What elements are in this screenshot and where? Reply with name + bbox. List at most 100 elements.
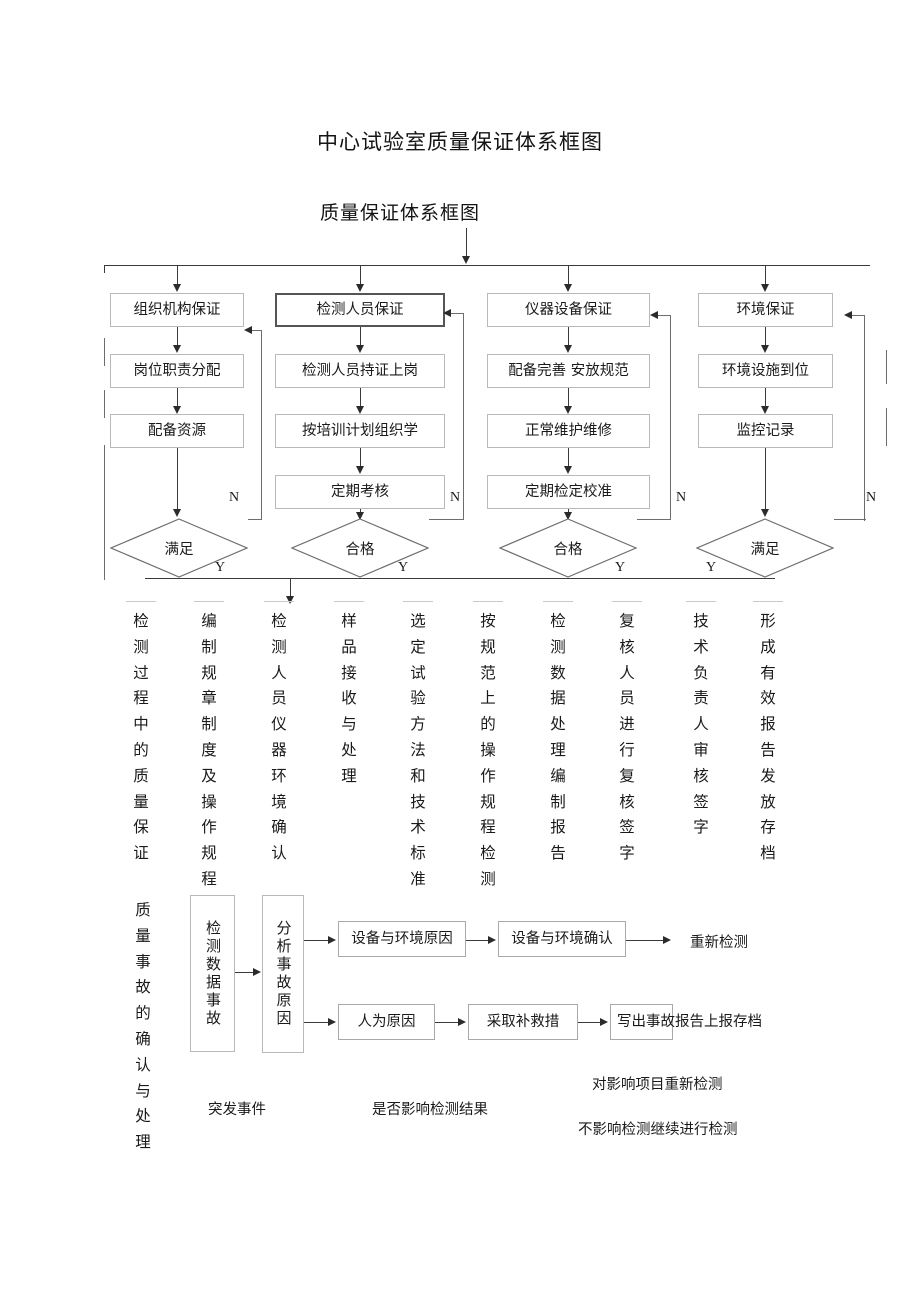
incident-analyze-node[interactable]: 分析事故原因 bbox=[262, 895, 304, 1053]
pillar-4-header[interactable]: 环境保证 bbox=[698, 293, 833, 327]
pillar-1-step-1[interactable]: 岗位职责分配 bbox=[110, 354, 244, 388]
left-rail-seg-3 bbox=[104, 445, 105, 580]
pillar-2-header[interactable]: 检测人员保证 bbox=[275, 293, 445, 327]
incident-top-box-1[interactable]: 设备与环境原因 bbox=[338, 921, 466, 957]
pillar-3-header[interactable]: 仪器设备保证 bbox=[487, 293, 650, 327]
pillar-2-no-label: N bbox=[450, 490, 461, 505]
pillar-1-yes-label: Y bbox=[215, 560, 226, 575]
bus-feed-line bbox=[466, 228, 468, 258]
incident-bottom-box-1[interactable]: 人为原因 bbox=[338, 1004, 435, 1040]
pillar-1-step-2[interactable]: 配备资源 bbox=[110, 414, 244, 448]
process-column-1: 检测过程中的质量保证 bbox=[133, 612, 149, 863]
p2-conn-1 bbox=[360, 327, 362, 346]
bus-feed-arrow bbox=[461, 256, 470, 264]
col-rule-3 bbox=[264, 601, 294, 602]
incident-top-conn-arrow-3 bbox=[663, 935, 671, 944]
incident-conn-arrow-1 bbox=[253, 967, 261, 976]
pillar-1-decision[interactable]: 满足 bbox=[110, 518, 248, 578]
caption-event: 突发事件 bbox=[208, 1102, 266, 1118]
pillar-2-step-2[interactable]: 按培训计划组织学 bbox=[275, 414, 445, 448]
col-rule-9 bbox=[686, 601, 716, 602]
pillar-4-decision[interactable]: 满足 bbox=[696, 518, 834, 578]
p4-conn-2 bbox=[765, 388, 767, 407]
p3-conn-1 bbox=[568, 327, 570, 346]
process-column-7: 检测数据处理编制报告 bbox=[550, 612, 566, 863]
left-rail-seg-1 bbox=[104, 338, 105, 366]
p2-conn-arrow-4 bbox=[355, 512, 364, 520]
right-rail-seg-1 bbox=[886, 350, 887, 384]
diamond-shape-2 bbox=[291, 518, 429, 578]
pillar-4-yes-label: Y bbox=[706, 560, 717, 575]
bus-drop-1 bbox=[177, 265, 179, 286]
col-rule-2 bbox=[194, 601, 224, 602]
incident-bottom-box-3[interactable]: 写出事故报告上报存档 bbox=[610, 1004, 762, 1040]
col-rule-5 bbox=[403, 601, 433, 602]
p3-no-line-h2 bbox=[655, 315, 671, 316]
incident-data-node[interactable]: 检测数据事故 bbox=[190, 895, 235, 1052]
pillar-3-yes-label: Y bbox=[615, 560, 626, 575]
col-rule-8 bbox=[612, 601, 642, 602]
process-column-8: 复核人员进行复核签字 bbox=[619, 612, 635, 863]
yes-bar-drop bbox=[290, 578, 292, 598]
p3-conn-arrow-1 bbox=[563, 345, 572, 353]
bus-drop-arrow-4 bbox=[760, 284, 769, 292]
incident-bottom-box-2[interactable]: 采取补救措 bbox=[468, 1004, 578, 1040]
top-distribution-bus bbox=[104, 265, 870, 267]
process-column-5: 选定试验方法和技术标准 bbox=[410, 612, 426, 888]
p1-conn-1 bbox=[177, 327, 179, 346]
pillar-3-step-1[interactable]: 配备完善 安放规范 bbox=[487, 354, 650, 388]
p3-conn-3 bbox=[568, 448, 570, 467]
caption-note-not-affect: 不影响检测继续进行检测 bbox=[578, 1122, 738, 1138]
pillar-4-step-2[interactable]: 监控记录 bbox=[698, 414, 833, 448]
pillar-4-decision-label: 满足 bbox=[750, 541, 780, 558]
incident-conn-1 bbox=[235, 972, 254, 974]
pillar-1-header[interactable]: 组织机构保证 bbox=[110, 293, 244, 327]
p1-conn-3 bbox=[177, 448, 179, 510]
incident-bottom-conn-2 bbox=[435, 1022, 459, 1024]
p4-no-line-h1 bbox=[834, 519, 866, 520]
process-column-10: 形成有效报告发放存档 bbox=[760, 612, 776, 863]
bus-drop-3 bbox=[568, 265, 570, 286]
incident-bottom-conn bbox=[304, 1022, 329, 1024]
left-rail-seg-2 bbox=[104, 390, 105, 418]
pillar-4-step-1[interactable]: 环境设施到位 bbox=[698, 354, 833, 388]
p3-conn-arrow-2 bbox=[563, 406, 572, 414]
pillar-4-no-label: N bbox=[866, 490, 877, 505]
diamond-shape-1 bbox=[110, 518, 248, 578]
incident-top-conn-arrow-2 bbox=[488, 935, 496, 944]
p3-conn-arrow-3 bbox=[563, 466, 572, 474]
pillar-2-decision[interactable]: 合格 bbox=[291, 518, 429, 578]
col-rule-7 bbox=[543, 601, 573, 602]
incident-top-box-2[interactable]: 设备与环境确认 bbox=[498, 921, 626, 957]
col-rule-10 bbox=[753, 601, 783, 602]
pillar-3-step-3[interactable]: 定期检定校准 bbox=[487, 475, 650, 509]
incident-data-node-label: 检测数据事故 bbox=[204, 919, 222, 1028]
p3-no-line-h1 bbox=[637, 519, 671, 520]
pillar-2-decision-label: 合格 bbox=[345, 541, 375, 558]
p3-no-line-v bbox=[670, 315, 671, 520]
pillar-2-yes-label: Y bbox=[398, 560, 409, 575]
p3-no-arrow bbox=[650, 310, 658, 319]
page-subtitle: 质量保证体系框图 bbox=[0, 198, 920, 225]
pillar-3-step-2[interactable]: 正常维护维修 bbox=[487, 414, 650, 448]
col-rule-4 bbox=[334, 601, 364, 602]
p3-conn-arrow-4 bbox=[563, 512, 572, 520]
p4-conn-arrow-3 bbox=[760, 509, 769, 517]
pillar-2-step-1[interactable]: 检测人员持证上岗 bbox=[275, 354, 445, 388]
process-column-6: 按规范上的操作规程检测 bbox=[480, 612, 496, 888]
pillar-1-no-label: N bbox=[229, 490, 240, 505]
process-column-2: 编制规章制度及操作规程 bbox=[201, 612, 217, 888]
diamond-shape-4 bbox=[696, 518, 834, 578]
incident-retest-label: 重新检测 bbox=[690, 935, 748, 951]
bus-drop-arrow-3 bbox=[563, 284, 572, 292]
process-column-4: 样品接收与处理 bbox=[341, 612, 357, 785]
pillar-2-step-3[interactable]: 定期考核 bbox=[275, 475, 445, 509]
incident-top-conn-3 bbox=[626, 940, 664, 942]
p2-conn-arrow-2 bbox=[355, 406, 364, 414]
pillar-3-decision[interactable]: 合格 bbox=[499, 518, 637, 578]
incident-bottom-conn-arrow bbox=[328, 1017, 336, 1026]
p1-conn-arrow-3 bbox=[172, 509, 181, 517]
yes-collection-bar bbox=[145, 578, 775, 580]
bus-drop-arrow-1 bbox=[172, 284, 181, 292]
